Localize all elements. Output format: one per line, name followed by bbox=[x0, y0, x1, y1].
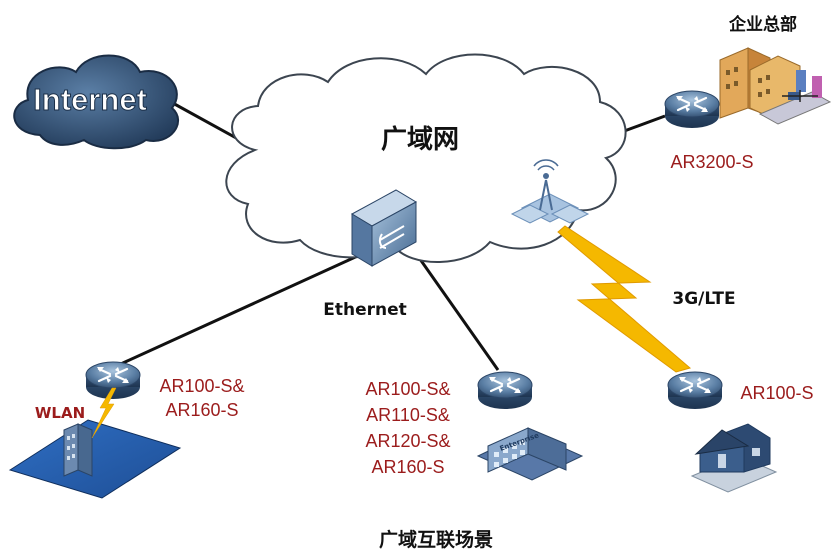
branch-middle-label-line2: AR110-S& bbox=[366, 405, 450, 425]
left-branch-site bbox=[8, 419, 182, 499]
hq-label: 企业总部 bbox=[728, 14, 797, 35]
ethernet-label: Ethernet bbox=[323, 300, 407, 320]
cell-tower-icon bbox=[510, 159, 590, 224]
wireless-signal-icon bbox=[91, 387, 117, 439]
link-switch-left-branch bbox=[111, 252, 363, 370]
wlan-label: WLAN bbox=[35, 404, 85, 422]
link-switch-middle-branch bbox=[413, 251, 500, 371]
house-icon bbox=[690, 423, 778, 493]
router-icon bbox=[663, 89, 721, 130]
branch-middle-label-line4: AR160-S bbox=[371, 457, 444, 477]
cellular-label: 3G/LTE bbox=[672, 289, 735, 309]
internet-label: Internet bbox=[33, 82, 147, 117]
router-icon bbox=[476, 370, 534, 411]
branch-left-label-line1: AR100-S& bbox=[159, 376, 244, 396]
branch-middle-label-line1: AR100-S& bbox=[365, 379, 450, 399]
diagram-caption: 广域互联场景 bbox=[379, 528, 493, 551]
lightning-icon bbox=[557, 225, 692, 373]
branch-middle-label-line3: AR120-S& bbox=[365, 431, 450, 451]
internet-cloud: Internet bbox=[13, 54, 179, 150]
wan-label: 广域网 bbox=[381, 125, 459, 155]
hq-building-icon bbox=[719, 47, 832, 125]
building-icon: Enterprise bbox=[476, 427, 584, 481]
switch-icon bbox=[350, 189, 418, 267]
branch-right-label: AR100-S bbox=[740, 383, 813, 403]
branch-left-label-line2: AR160-S bbox=[165, 400, 238, 420]
router-icon bbox=[666, 370, 724, 411]
ar3200-label: AR3200-S bbox=[670, 152, 753, 172]
